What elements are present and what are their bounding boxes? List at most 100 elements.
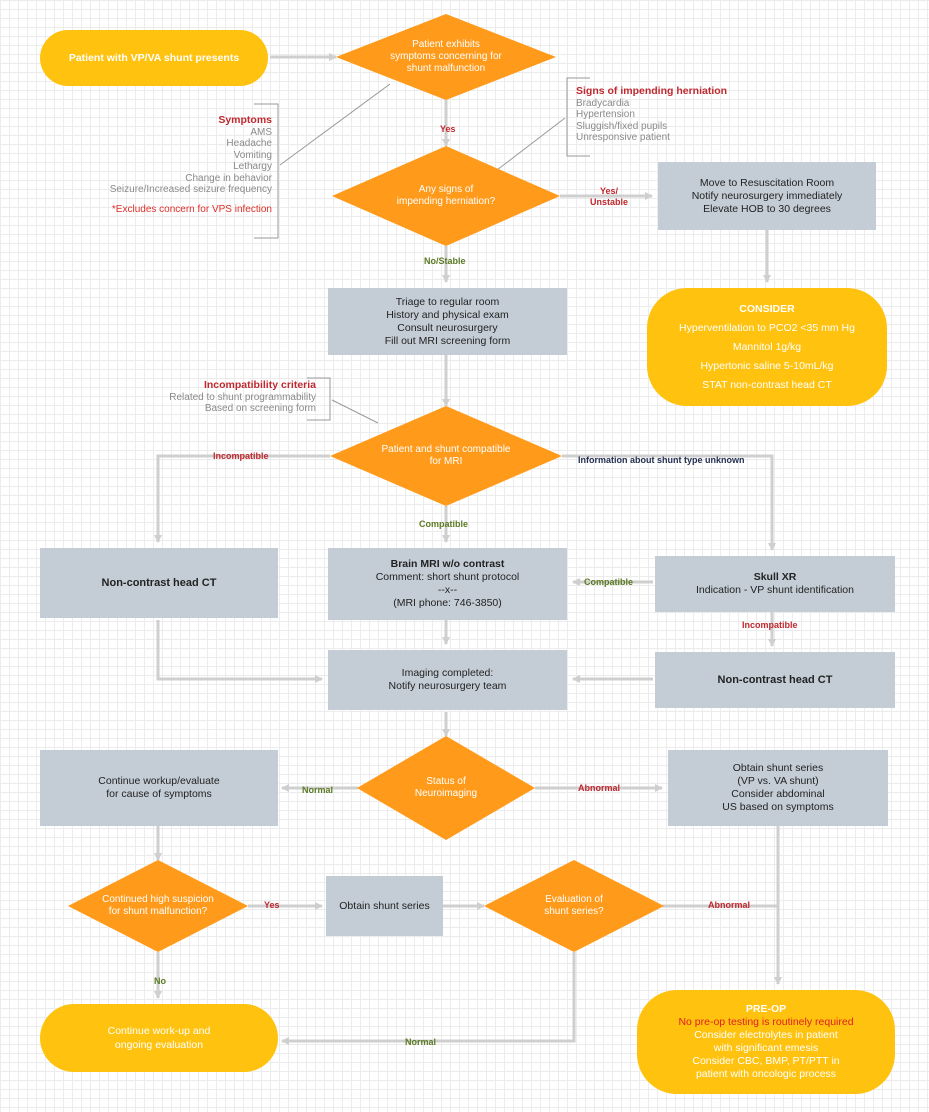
mri-line-3: (MRI phone: 746-3850) (393, 597, 502, 609)
consider-line-2: Mannitol 1g/kg (732, 341, 802, 353)
ct-right-box: Non-contrast head CT (655, 652, 895, 708)
decision-compatible-line-2: for MRI (429, 456, 463, 467)
symptoms-footnote: *Excludes concern for VPS infection (111, 203, 272, 215)
incompat-note: Incompatibility criteria Related to shun… (120, 379, 316, 415)
triage-line-4: Fill out MRI screening form (384, 334, 511, 347)
label-abnormal-2: Abnormal (708, 900, 751, 910)
incompat-item: Based on screening form (204, 403, 316, 414)
bracket-incompat (307, 377, 331, 421)
edge-d-compat-to-ct-left (154, 454, 330, 543)
label-yes-unstable: Yes/ Unstable (590, 186, 628, 208)
skull-title: Skull XR (753, 571, 797, 583)
continue-line-1: Continue work-up and (107, 1025, 211, 1037)
mri-line-1: Comment: short shunt protocol (375, 571, 520, 583)
resus-line-3: Elevate HOB to 30 degrees (703, 202, 831, 215)
herniation-note: Signs of impending herniation Bradycardi… (576, 85, 796, 144)
obtain-shunt-series-box: Obtain shunt series (326, 876, 443, 936)
triage-line-2: History and physical exam (386, 308, 509, 321)
incompat-item: Related to shunt programmability (169, 391, 316, 403)
decision-symptoms (336, 14, 556, 100)
mri-title: Brain MRI w/o contrast (390, 558, 505, 570)
shunt-abn-line-1: Obtain shunt series (732, 762, 824, 774)
consider-line-3: Hypertonic saline 5-10mL/kg (700, 360, 834, 372)
decision-symptoms-line-1: Patient exhibits (412, 39, 480, 50)
shunt-abn-line-2: (VP vs. VA shunt) (737, 775, 819, 787)
start-text: Patient with VP/VA shunt presents (68, 52, 240, 64)
skull-line: Indication - VP shunt identification (696, 584, 854, 596)
decision-compatible-line-1: Patient and shunt compatible (381, 444, 511, 455)
herniation-title: Signs of impending herniation (576, 85, 728, 97)
mri-line-2: --x-- (437, 584, 458, 596)
symptom-item: AMS (250, 126, 272, 138)
decision-eval-text: Evaluation of shunt series? (514, 890, 634, 922)
decision-herniation (332, 146, 560, 246)
consider-line-1: Hyperventilation to PCO2 <35 mm Hg (679, 322, 855, 334)
preop-line-2: with significant emesis (713, 1042, 819, 1054)
label-yes-unstable-line-1: Yes/ (599, 186, 619, 196)
label-normal-1: Normal (302, 785, 334, 795)
label-yes-2: Yes (264, 900, 280, 910)
symptoms-note: Symptoms AMS Headache Vomiting Lethargy … (60, 114, 272, 215)
symptom-item: Lethargy (233, 161, 272, 172)
ct-left-box: Non-contrast head CT (40, 548, 278, 618)
symptoms-title: Symptoms (218, 114, 272, 126)
preop-terminal: PRE-OP No pre-op testing is routinely re… (637, 990, 895, 1094)
decision-neuroimaging-text: Status of Neuroimaging (386, 772, 506, 804)
preop-title: PRE-OP (745, 1003, 787, 1015)
label-yes-unstable-line-2: Unstable (590, 197, 629, 207)
decision-eval (484, 860, 664, 952)
obtain-text: Obtain shunt series (339, 899, 430, 912)
consider-title: CONSIDER (739, 303, 795, 315)
edge-d-eval-to-continue (281, 952, 576, 1045)
herniation-item: Bradycardia (576, 97, 630, 109)
decision-suspicion (68, 860, 248, 952)
decision-herniation-text: Any signs of impending herniation? (366, 180, 526, 212)
triage-box: Triage to regular room History and physi… (328, 288, 567, 355)
imaging-line-2: Notify neurosurgery team (388, 680, 507, 692)
decision-eval-line-1: Evaluation of (545, 894, 603, 905)
imaging-complete-box: Imaging completed: Notify neurosurgery t… (328, 650, 567, 710)
label-shunt-type-unknown: Information about shunt type unknown (578, 455, 745, 465)
consider-line-4: STAT non-contrast head CT (702, 379, 832, 391)
label-no: No (154, 976, 166, 986)
decision-symptoms-line-2: symptoms concerning for (390, 51, 502, 62)
triage-line-3: Consult neurosurgery (397, 321, 498, 334)
herniation-item: Sluggish/fixed pupils (576, 120, 668, 132)
label-compatible-down: Compatible (419, 519, 469, 529)
callout-incompat (331, 399, 379, 424)
decision-symptoms-text: Patient exhibits symptoms concerning for… (366, 33, 526, 81)
decision-compatible (330, 406, 562, 506)
consider-terminal: CONSIDER Hyperventilation to PCO2 <35 mm… (647, 288, 887, 406)
label-incompatible-down: Incompatible (742, 620, 798, 630)
bracket-herniation (566, 77, 590, 157)
bracket-symptoms (254, 103, 279, 239)
incompat-title: Incompatibility criteria (203, 379, 316, 391)
symptom-item: Seizure/Increased seizure frequency (109, 184, 272, 195)
herniation-item: Unresponsive patient (576, 132, 670, 143)
continue-line-2: ongoing evaluation (114, 1039, 204, 1051)
resus-line-1: Move to Resuscitation Room (699, 176, 835, 189)
shunt-series-abnormal-box: Obtain shunt series (VP vs. VA shunt) Co… (668, 750, 888, 826)
label-yes-1: Yes (440, 124, 456, 134)
herniation-item: Hypertension (576, 109, 635, 120)
decision-neuroimaging (357, 736, 535, 840)
label-incompatible-left: Incompatible (213, 451, 269, 461)
ct-right-text: Non-contrast head CT (717, 673, 833, 686)
continue-terminal: Continue work-up and ongoing evaluation (40, 1004, 278, 1072)
resuscitation-box: Move to Resuscitation Room Notify neuros… (658, 162, 876, 230)
label-no-stable: No/Stable (424, 256, 466, 266)
decision-suspicion-line-1: Continued high suspicion (102, 894, 214, 905)
label-normal-2: Normal (405, 1037, 437, 1047)
workup-box: Continue workup/evaluate for cause of sy… (40, 750, 278, 826)
decision-suspicion-text: Continued high suspicion for shunt malfu… (84, 890, 232, 922)
preop-line-4: patient with oncologic process (695, 1068, 837, 1080)
label-compatible-left: Compatible (584, 577, 634, 587)
workup-line-1: Continue workup/evaluate (98, 775, 220, 787)
shunt-abn-line-4: US based on symptoms (722, 801, 834, 813)
imaging-line-1: Imaging completed: (401, 667, 494, 679)
symptom-item: Change in behavior (185, 172, 272, 184)
start-terminal: Patient with VP/VA shunt presents (40, 30, 268, 86)
preop-red-line: No pre-op testing is routinely required (678, 1016, 854, 1028)
